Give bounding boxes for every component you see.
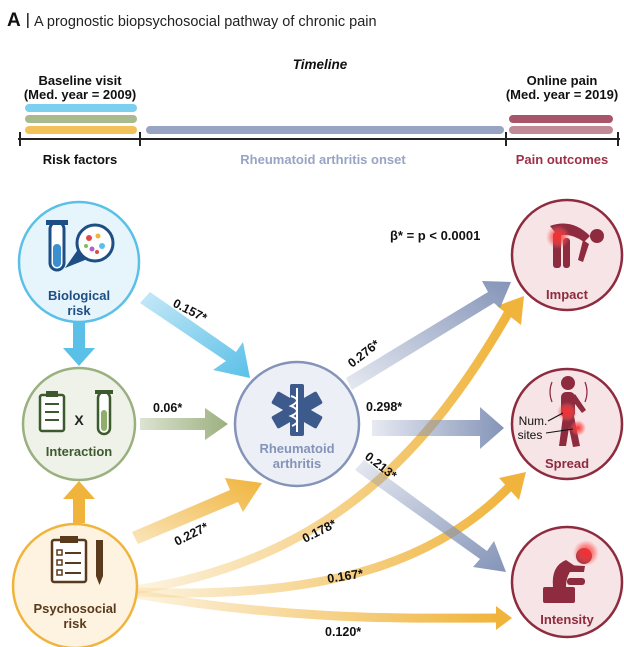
bar-biological [25,104,137,112]
biological-label-2: risk [67,303,91,318]
intensity-label: Intensity [540,612,594,627]
arrow-psycho-to-impact [134,296,524,595]
ra-label: Rheumatoid [259,441,334,456]
arrow-bio-to-ra [140,292,250,378]
panel-letter: A [7,10,21,31]
bar-pain-1 [509,115,613,123]
biological-label: Biological [48,288,110,303]
arrow-psycho-to-ra [132,478,262,544]
pencil-icon [96,540,103,585]
clipboard-icon [38,391,66,433]
risk-factors-label: Risk factors [43,152,117,167]
online-pain-label: Online pain [527,73,598,88]
arrow-ra-to-spread [372,407,504,449]
panel-title: A prognostic biopsychosocial pathway of … [34,14,377,30]
bar-ra-onset [146,126,504,134]
arrow-ra-to-intensity [355,460,506,572]
pain-outcomes-label: Pain outcomes [516,152,608,167]
ra-label-2: arthritis [273,456,321,471]
node-intensity: Intensity [510,525,624,639]
arrow-interaction-to-ra [140,408,228,440]
arrow-psycho-to-intensity [134,589,512,630]
arrow-psycho-to-interaction [63,481,95,523]
psychosocial-label: Psychosocial [33,601,116,616]
online-pain-year: (Med. year = 2019) [506,87,618,102]
node-rheumatoid-arthritis: Rheumatoid arthritis [233,360,361,488]
node-psychosocial-risk: Psychosocial risk [11,522,139,647]
bar-psychosocial [25,126,137,134]
checklist-icon [50,536,88,584]
test-tube-icon [46,220,68,272]
node-biological-risk: Biological risk [17,200,141,324]
num-sites-label: Num. [519,414,548,428]
star-of-life-icon [271,384,323,436]
coef-ra-to-spread: 0.298* [366,400,402,414]
arrows [63,281,526,630]
impact-label: Impact [546,287,589,302]
num-sites-pointer-1 [547,412,564,422]
node-spread: Num. sites Spread [510,367,624,481]
num-sites-pointer-2 [545,428,574,434]
node-impact: Impact [510,198,624,312]
arrow-bio-to-interaction [63,322,95,366]
pain-spot-hip [570,420,586,436]
magnifier-icon [65,223,115,268]
timeline-title: Timeline [293,57,348,72]
coef-interaction-to-ra: 0.06* [153,401,182,415]
panel-header: A A prognostic biopsychosocial pathway o… [7,10,377,31]
baseline-label: Baseline visit [38,73,122,88]
panel-divider [27,13,29,28]
timeline: Timeline Baseline visit (Med. year = 200… [18,57,620,167]
bar-interaction [25,115,137,123]
pain-spot [546,225,570,249]
interaction-label: Interaction [46,444,113,459]
coef-psycho-to-intensity: 0.120* [325,625,361,639]
coef-psycho-to-spread: 0.167* [326,566,364,586]
test-tube-icon-small [95,390,113,436]
bar-pain-2 [509,126,613,134]
baseline-year: (Med. year = 2009) [24,87,136,102]
spread-label: Spread [545,456,589,471]
ra-onset-label: Rheumatoid arthritis onset [240,152,406,167]
pain-spot-knee [557,402,577,422]
interaction-x: X [74,412,84,428]
num-sites-label-2: sites [518,428,543,442]
pain-spot-head [573,540,599,566]
node-interaction: X Interaction [21,366,137,482]
psychosocial-label-2: risk [63,616,87,631]
legend-note: β* = p < 0.0001 [390,228,480,243]
arrow-ra-to-impact [346,281,511,390]
motion-lines [549,381,588,403]
arrow-psycho-to-spread [134,472,526,598]
